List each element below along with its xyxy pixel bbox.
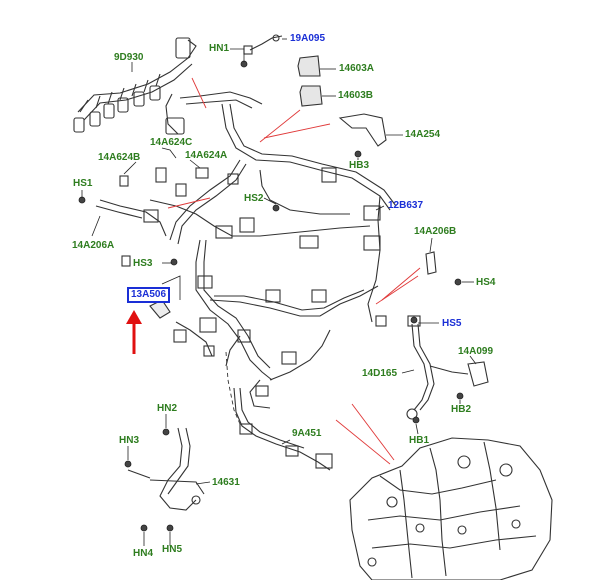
bolt-HS2 (272, 204, 280, 212)
injector-harness-9D930 (73, 37, 197, 133)
bolt-HB2 (456, 392, 464, 400)
label-HB3[interactable]: HB3 (349, 160, 370, 171)
leader-lines (81, 38, 477, 546)
label-14D165[interactable]: 14D165 (362, 368, 398, 379)
bracket-14603A (297, 55, 321, 77)
label-14A624B[interactable]: 14A624B (98, 152, 141, 163)
label-HS3[interactable]: HS3 (133, 258, 153, 269)
bolt-HN2 (162, 428, 170, 436)
label-14A624A[interactable]: 14A624A (185, 150, 228, 161)
label-14603B[interactable]: 14603B (338, 90, 374, 101)
pipe-14631 (127, 427, 205, 511)
label-HB1[interactable]: HB1 (409, 435, 430, 446)
bracket-14A254 (338, 113, 387, 147)
label-HN5[interactable]: HN5 (162, 544, 183, 555)
bolt-HN4 (140, 524, 148, 532)
sensor-19A095 (243, 34, 283, 55)
label-14A254[interactable]: 14A254 (405, 129, 441, 140)
label-HS2[interactable]: HS2 (244, 193, 264, 204)
label-14A099[interactable]: 14A099 (458, 346, 494, 357)
engine-block (349, 437, 553, 580)
label-14603A[interactable]: 14603A (339, 63, 375, 74)
bolt-HB1 (412, 416, 420, 424)
bolt-HN5 (166, 524, 174, 532)
label-HN3[interactable]: HN3 (119, 435, 140, 446)
callout-lines (167, 77, 421, 465)
main-engine-harness (95, 91, 397, 409)
bracket-14A206B (425, 251, 437, 275)
label-14A624C[interactable]: 14A624C (150, 137, 193, 148)
label-13A506[interactable]: 13A506 (127, 287, 171, 303)
bolt-HB3 (354, 150, 362, 158)
label-9A451[interactable]: 9A451 (292, 428, 322, 439)
label-14A206A[interactable]: 14A206A (72, 240, 115, 251)
label-9D930[interactable]: 9D930 (114, 52, 144, 63)
label-HS1[interactable]: HS1 (73, 178, 93, 189)
label-HB2[interactable]: HB2 (451, 404, 472, 415)
bolt-HN3 (124, 460, 132, 468)
label-14A206B[interactable]: 14A206B (414, 226, 457, 237)
label-HN4[interactable]: HN4 (133, 548, 154, 559)
label-HS5[interactable]: HS5 (442, 318, 462, 329)
label-HS4[interactable]: HS4 (476, 277, 496, 288)
label-14631[interactable]: 14631 (212, 477, 240, 488)
harness-9A451 (233, 387, 333, 471)
bolt-HS4 (454, 278, 462, 286)
label-HN2[interactable]: HN2 (157, 403, 178, 414)
highlight-arrow (126, 310, 142, 354)
label-HN1[interactable]: HN1 (209, 43, 230, 54)
label-19A095[interactable]: 19A095 (290, 33, 326, 44)
bolt-HS5 (410, 316, 418, 324)
label-12B637[interactable]: 12B637 (388, 200, 424, 211)
bracket-14603B (299, 85, 323, 107)
tube-14D165 (406, 315, 489, 420)
dashed-leader (225, 351, 241, 425)
bolt-HS3 (170, 258, 178, 266)
